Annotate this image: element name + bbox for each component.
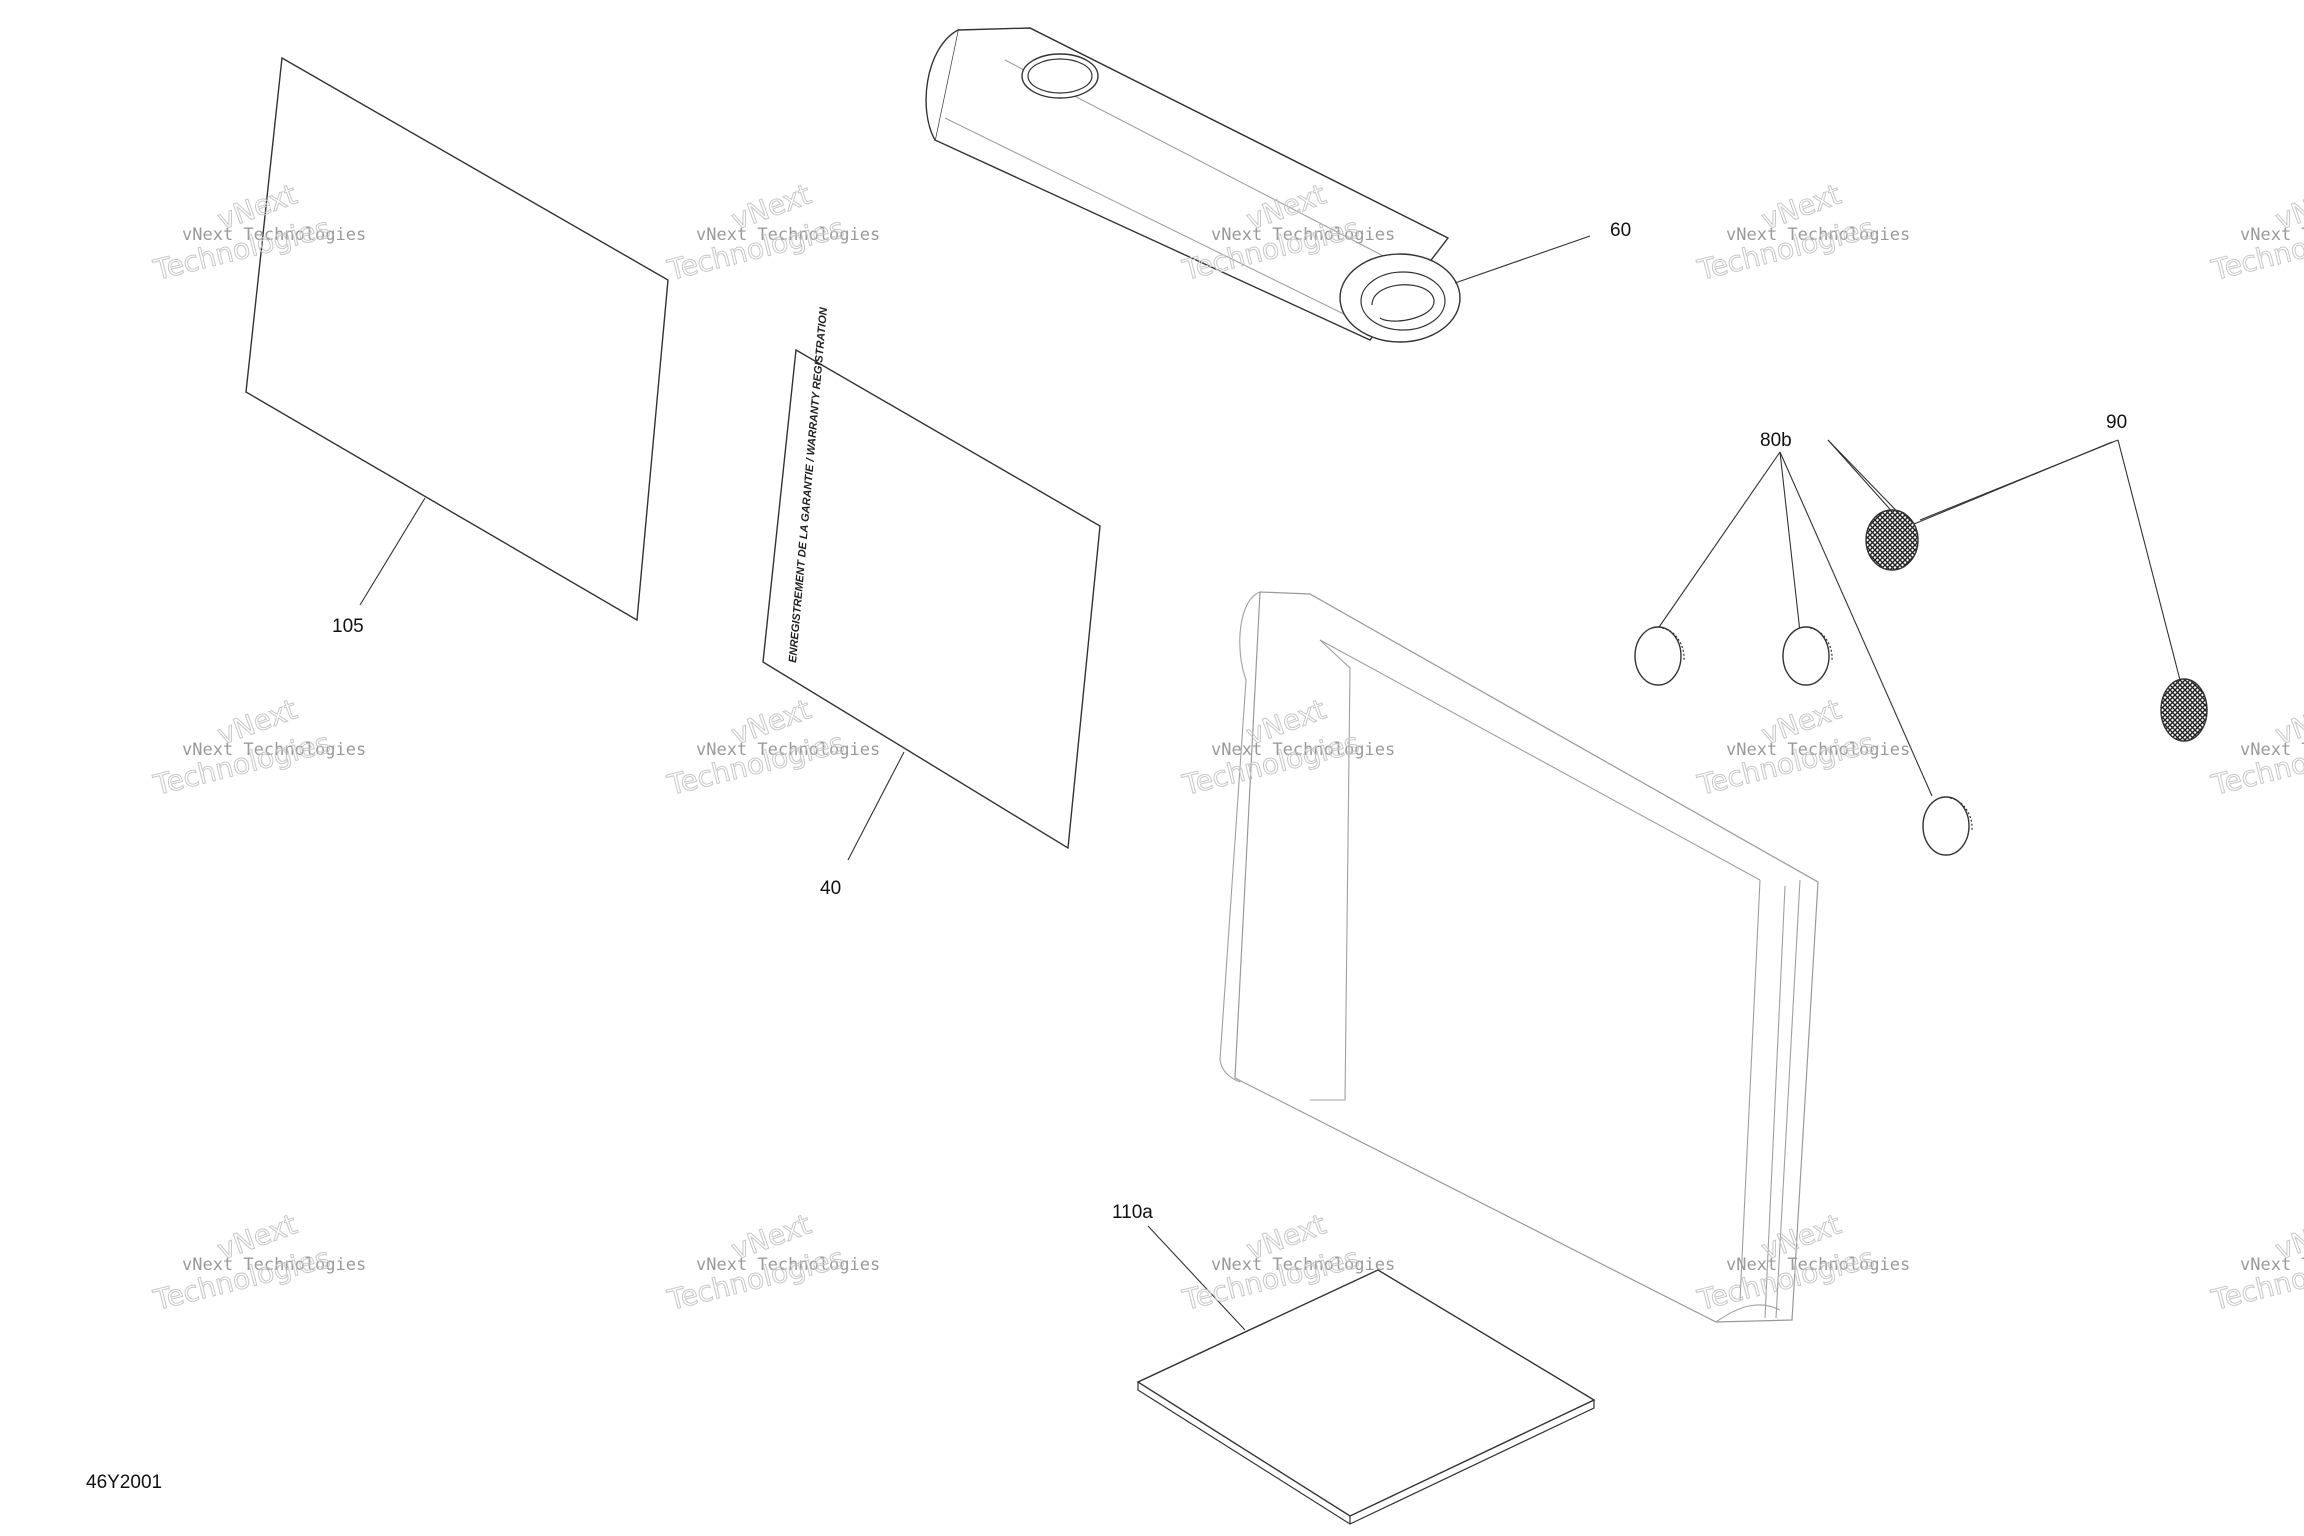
mesh-disc-2 [2160,678,2208,742]
svg-text:vNext Technologies: vNext Technologies [2240,225,2304,245]
watermark: vNext Technologies vNext Technologies [1693,177,1910,287]
svg-text:vNext Technologies: vNext Technologies [1211,1255,1395,1275]
leader-80b-b [1779,451,1801,633]
watermark: vNext Technologies vNext Technologies [149,1207,366,1317]
svg-text:vNext Technologies: vNext Technologies [1211,225,1395,245]
watermark: vNext Technologies vNext Technologies [663,177,880,287]
part-60-rolled-tube: 60 [925,27,1631,343]
svg-text:vNext Technologies: vNext Technologies [1726,1255,1910,1275]
part-80b-buttons: 80b [1634,430,1973,856]
callout-80b: 80b [1760,430,1792,451]
figure-id: 46Y2001 [86,1472,162,1493]
leader-90-c [2117,439,2181,681]
svg-text:vNext Technologies: vNext Technologies [696,1255,880,1275]
svg-text:vNext Technologies: vNext Technologies [182,225,366,245]
leader-80b-a [1656,451,1781,631]
part-90-mesh-discs: 90 [1827,412,2208,742]
svg-text:vNext Technologies: vNext Technologies [2240,740,2304,760]
leader-40 [847,751,905,861]
folded-pad [1219,591,1819,1323]
part-110a-pad: 110a [1112,1202,1596,1525]
leader-110a [1147,1225,1246,1331]
part-105-sheet: 105 [245,56,669,637]
callout-60: 60 [1610,220,1631,241]
callout-105: 105 [332,616,364,637]
callout-110a: 110a [1112,1202,1153,1223]
watermark: vNext Technologies vNext Technologies [2207,1207,2304,1317]
part-40-warranty-booklet: ENREGISTREMENT DE LA GARANTIE / WARRANTY… [762,306,1101,899]
button-80b-2 [1782,626,1833,686]
leader-60 [1454,235,1591,284]
watermark: vNext Technologies vNext Technologies [1693,692,1910,802]
leader-105 [359,497,426,606]
button-80b-1 [1634,626,1685,686]
leader-80b-c [1779,451,1933,797]
callout-90: 90 [2106,412,2127,433]
svg-text:vNext Technologies: vNext Technologies [1211,740,1395,760]
watermark: vNext Technologies vNext Technologies [663,1207,880,1317]
watermark: vNext Technologies vNext Technologies [2207,692,2304,802]
svg-text:vNext Technologies: vNext Technologies [182,1255,366,1275]
leader-90-b [1913,441,2113,525]
mesh-disc-1 [1865,509,1919,571]
watermark: vNext Technologies vNext Technologies [149,692,366,802]
svg-text:vNext Technologies: vNext Technologies [1726,225,1910,245]
svg-text:vNext Technologies: vNext Technologies [182,740,366,760]
svg-text:vNext Technologies: vNext Technologies [2240,1255,2304,1275]
svg-text:vNext Technologies: vNext Technologies [696,225,880,245]
svg-text:vNext Technologies: vNext Technologies [696,740,880,760]
watermark: vNext Technologies vNext Technologies [2207,177,2304,287]
button-80b-3 [1922,796,1973,856]
svg-text:vNext Technologies: vNext Technologies [1726,740,1910,760]
callout-40: 40 [820,878,841,899]
